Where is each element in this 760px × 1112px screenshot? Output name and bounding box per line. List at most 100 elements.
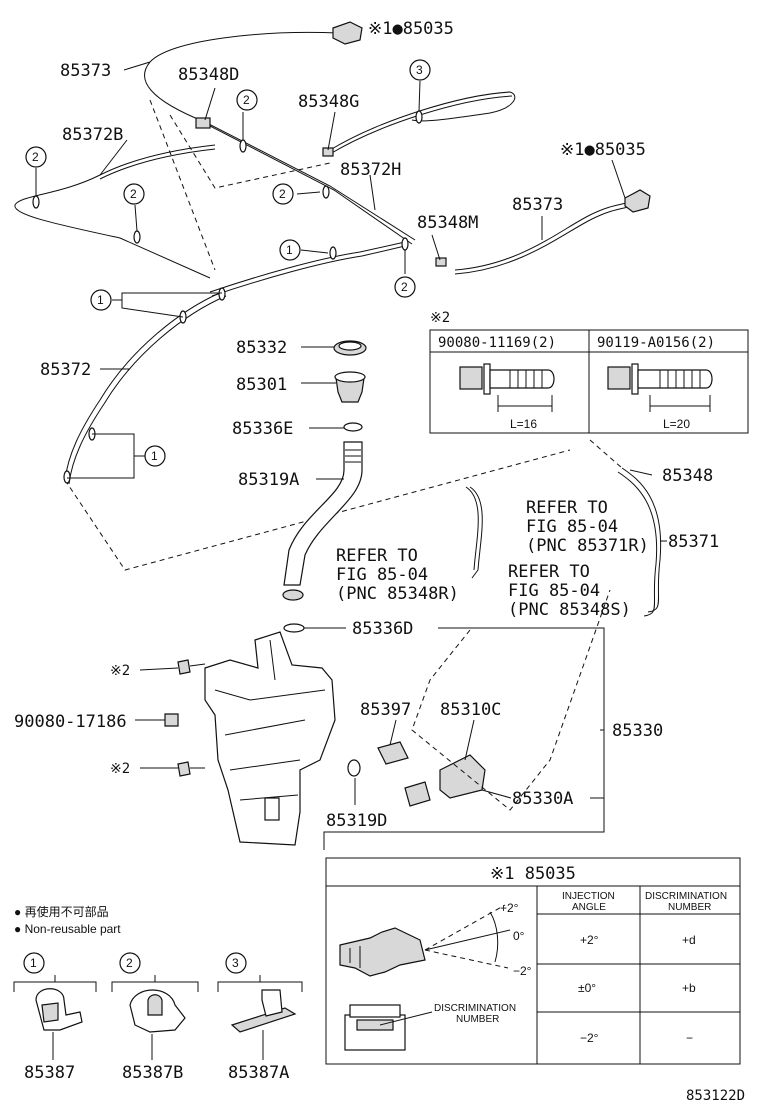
label-90080-17186: 90080-17186 [14, 712, 127, 732]
svg-text:3: 3 [416, 63, 423, 77]
label-note2-b: ※2 [110, 761, 130, 777]
clip1-part-label: 85387 [24, 1063, 75, 1083]
clip-ref-2-icon: 2 [25, 146, 47, 168]
legend-en: ● Non-reusable part [14, 922, 121, 936]
washer-hoses [14, 31, 633, 571]
clip-85387b-icon [129, 989, 186, 1033]
label-85373-right: 85373 [512, 195, 563, 215]
part-labels: ※1●85035 85373 85348D 85348G 85372B 8537… [14, 19, 719, 831]
clip-ref-1-icon: 1 [279, 239, 301, 261]
label-85348m: 85348M [417, 213, 478, 233]
bolt-table-mark: ※2 [430, 310, 450, 326]
clip-ref-2-icon: 2 [272, 183, 294, 205]
clip-85387-icon [35, 988, 83, 1031]
bolt-col1-part: 90080-11169(2) [438, 335, 556, 351]
label-85348: 85348 [662, 466, 713, 486]
svg-text:2: 2 [32, 150, 39, 164]
row2-number: +b [682, 981, 696, 995]
header-disc-line1: DISCRIMINATION [645, 891, 727, 902]
header-disc-line2: NUMBER [668, 902, 711, 913]
bolt-spec-table: ※2 90080-11169(2) 90119-A0156(2) L=16 L=… [429, 310, 749, 434]
nozzle-spec-table: ※1 85035 INJECTION ANGLE DISCRIMINATION … [325, 857, 741, 1065]
row2-angle: ±0° [578, 981, 596, 995]
svg-text:2: 2 [401, 280, 408, 294]
label-85330a: 85330A [512, 789, 573, 809]
label-note2-a: ※2 [110, 663, 130, 679]
angle-minus: −2° [513, 964, 532, 978]
legend-jp: ● 再使用不可部品 [14, 904, 109, 919]
label-85330: 85330 [612, 721, 663, 741]
diagram-code: 853122D [686, 1088, 745, 1104]
label-85348g: 85348G [298, 92, 359, 112]
svg-text:2: 2 [126, 956, 133, 970]
refer-85348s-line2: FIG 85-04 [508, 581, 600, 601]
svg-text:1: 1 [286, 243, 293, 257]
label-85336e: 85336E [232, 419, 293, 439]
svg-text:3: 3 [232, 956, 239, 970]
svg-text:1: 1 [97, 293, 104, 307]
refer-85371r-line1: REFER TO [526, 498, 608, 518]
reservoir-parts [164, 340, 662, 850]
flange-bolt-icon [459, 363, 555, 395]
clip-parts: 1 85387 2 85387B 3 85387A [13, 952, 303, 1083]
washer-nozzle-icon [339, 927, 426, 977]
refer-85348r-line2: FIG 85-04 [336, 565, 428, 585]
label-85372: 85372 [40, 360, 91, 380]
angle-plus: +2° [500, 901, 519, 915]
header-angle-line2: ANGLE [572, 902, 606, 913]
label-85035-top: ※1●85035 [368, 19, 454, 39]
label-85319a: 85319A [238, 470, 299, 490]
label-85310c: 85310C [440, 700, 501, 720]
circle-refs: 2 2 2 2 3 1 2 1 1 [25, 59, 431, 467]
label-85372b: 85372B [62, 125, 123, 145]
clip-ref-1-icon: 1 [90, 289, 112, 311]
disc-label-line2: NUMBER [456, 1014, 499, 1025]
bolt-col1-length: L=16 [510, 417, 537, 431]
svg-text:2: 2 [130, 187, 137, 201]
nozzle-table-title: ※1 85035 [490, 864, 576, 884]
row3-number: − [686, 1031, 693, 1045]
label-85397: 85397 [360, 700, 411, 720]
refer-85371r-line3: (PNC 85371R) [526, 536, 649, 556]
clip-ref-2-icon: 2 [236, 89, 258, 111]
nozzle-icon [332, 21, 651, 213]
row1-angle: +2° [580, 933, 599, 947]
discrimination-mark-icon [344, 1004, 406, 1051]
clip-ref-1-icon: 1 [144, 445, 166, 467]
label-85372h: 85372H [340, 160, 401, 180]
label-85348d: 85348D [178, 65, 239, 85]
clip-ref-3-icon: 3 [409, 59, 431, 81]
refer-85348r-line1: REFER TO [336, 546, 418, 566]
bolt-col2-length: L=20 [663, 417, 690, 431]
legend: ● 再使用不可部品 ● Non-reusable part [14, 904, 121, 936]
label-85035-right: ※1●85035 [560, 140, 646, 160]
refer-85348r-line3: (PNC 85348R) [336, 584, 459, 604]
refer-85348s-line3: (PNC 85348S) [508, 600, 631, 620]
label-85319d: 85319D [326, 811, 387, 831]
clip-ref-2-icon: 2 [394, 276, 416, 298]
leader-lines [35, 61, 667, 805]
clip-85387a-icon [230, 989, 297, 1033]
refer-85348s-line1: REFER TO [508, 562, 590, 582]
svg-text:2: 2 [243, 93, 250, 107]
clip-ref-2-icon: 2 [123, 183, 145, 205]
svg-text:1: 1 [151, 449, 158, 463]
svg-text:2: 2 [279, 187, 286, 201]
flange-bolt-icon [607, 363, 713, 395]
svg-text:1: 1 [30, 956, 37, 970]
refer-85371r-line2: FIG 85-04 [526, 517, 618, 537]
angle-zero: 0° [513, 929, 525, 943]
label-85332: 85332 [236, 338, 287, 358]
row1-number: +d [682, 933, 696, 947]
label-85373-top: 85373 [60, 61, 111, 81]
label-85371: 85371 [668, 532, 719, 552]
disc-label-line1: DISCRIMINATION [434, 1003, 516, 1014]
clip2-part-label: 85387B [122, 1063, 183, 1083]
header-angle-line1: INJECTION [562, 891, 615, 902]
label-85336d: 85336D [352, 619, 413, 639]
label-85301: 85301 [236, 375, 287, 395]
clip3-part-label: 85387A [228, 1063, 289, 1083]
row3-angle: −2° [580, 1031, 599, 1045]
bolt-col2-part: 90119-A0156(2) [597, 335, 715, 351]
